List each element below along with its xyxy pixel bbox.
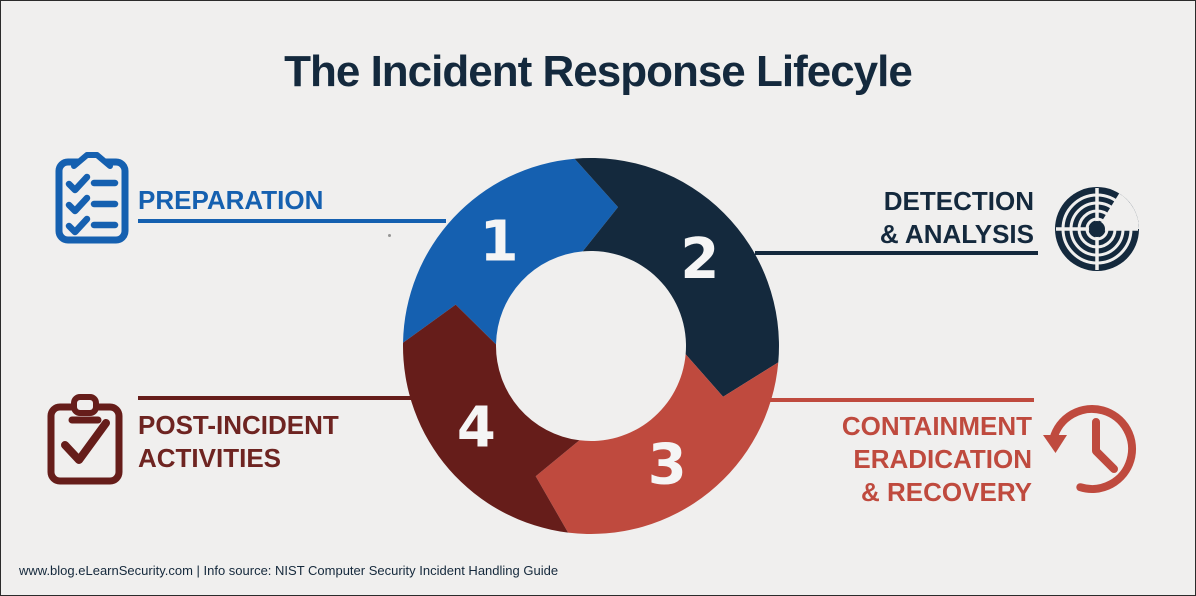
- containment-connector-line: [765, 398, 1034, 402]
- preparation-label-line: PREPARATION: [138, 185, 324, 215]
- containment-label-line: CONTAINMENT: [841, 411, 1032, 441]
- detection-label-line: & ANALYSIS: [879, 219, 1034, 249]
- detection-connector-line: [755, 251, 1038, 255]
- detection-label-line: DETECTION: [883, 186, 1034, 216]
- footer-source-text: www.blog.eLearnSecurity.com | Info sourc…: [19, 563, 559, 578]
- donut-segment-number-4: 4: [457, 395, 496, 460]
- preparation-label: PREPARATION: [138, 184, 323, 217]
- donut-segment-2: [574, 158, 779, 397]
- containment-label-line: ERADICATION: [853, 444, 1032, 474]
- donut-segment-1: [403, 158, 618, 345]
- post-incident-connector-line: [138, 396, 421, 400]
- donut-segment-number-3: 3: [648, 433, 687, 498]
- containment-label: CONTAINMENT ERADICATION & RECOVERY: [842, 410, 1032, 509]
- containment-label-line: & RECOVERY: [861, 477, 1032, 507]
- donut-segment-number-1: 1: [480, 210, 519, 275]
- donut-segment-4: [403, 304, 580, 533]
- donut-segment-number-2: 2: [680, 227, 719, 292]
- detection-analysis-label: DETECTION & ANALYSIS: [880, 185, 1034, 251]
- donut-segment-3: [535, 354, 779, 535]
- history-clock-icon: [1042, 398, 1138, 494]
- lifecycle-donut-chart: 1 2 3 4: [403, 158, 779, 535]
- preparation-connector-line: [138, 219, 446, 223]
- radar-icon: [1052, 184, 1142, 274]
- stray-dot: [388, 234, 391, 237]
- post-incident-label-line: POST-INCIDENT: [138, 410, 339, 440]
- post-incident-label: POST-INCIDENT ACTIVITIES: [138, 409, 339, 475]
- clipboard-check-icon: [46, 392, 124, 486]
- clipboard-checklist-icon: [54, 149, 130, 245]
- post-incident-label-line: ACTIVITIES: [138, 443, 282, 473]
- page-title: The Incident Response Lifecyle: [284, 47, 913, 96]
